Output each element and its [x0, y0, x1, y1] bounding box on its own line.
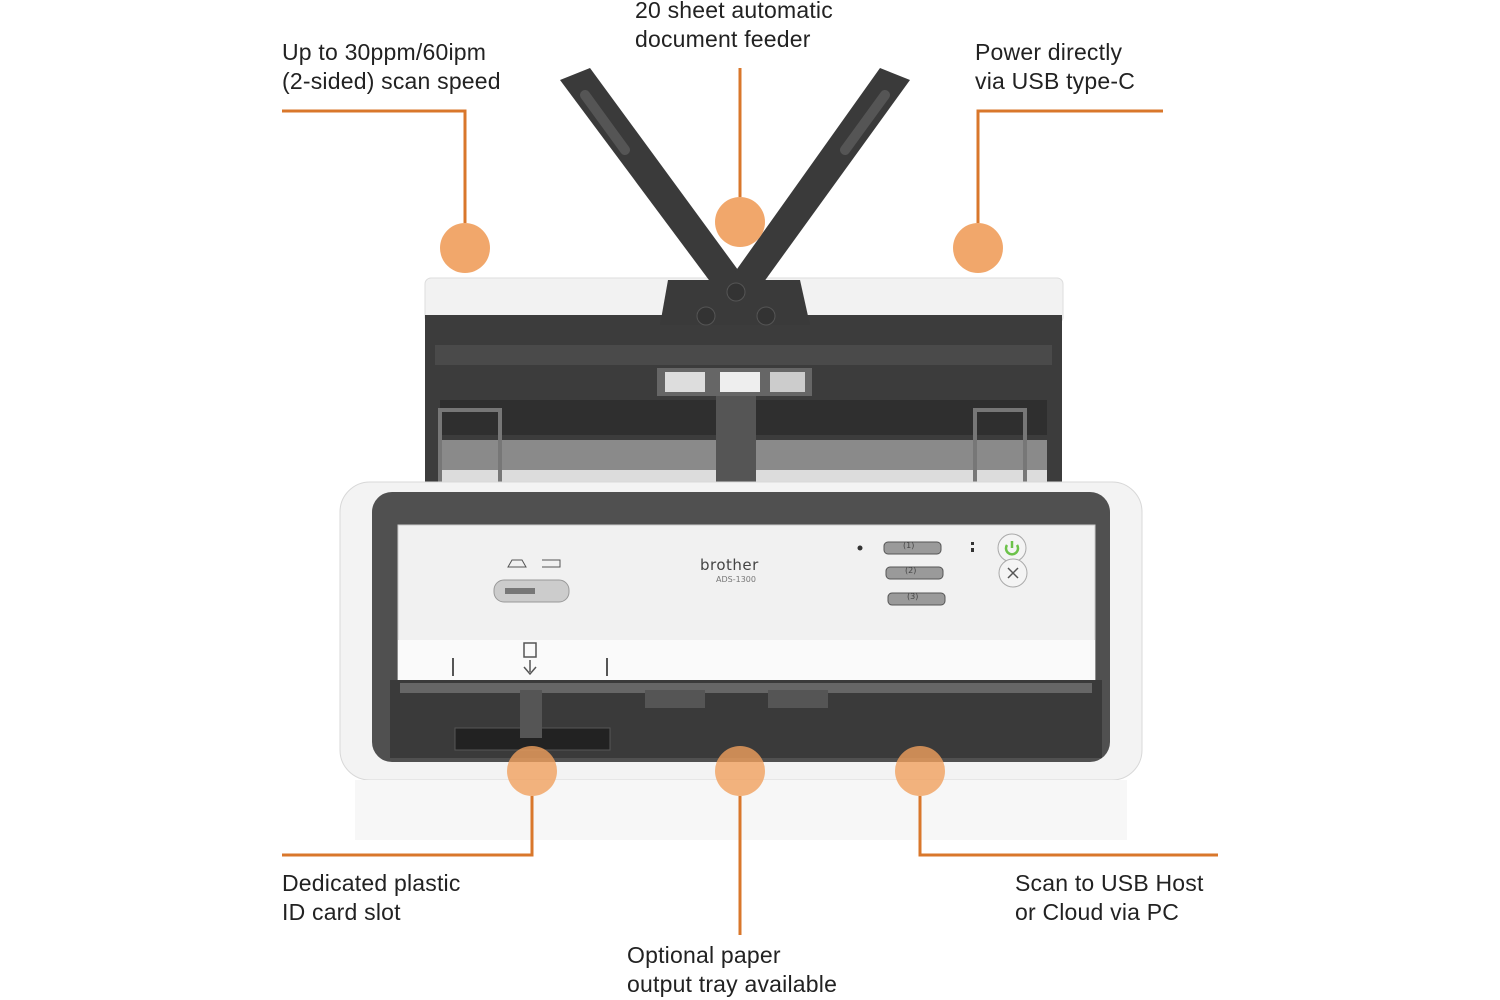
callout-text: output tray available [627, 971, 838, 997]
callout-dot [440, 223, 490, 273]
scan-button-2[interactable] [885, 566, 944, 580]
callout-text: Up to 30ppm/60ipm [282, 39, 487, 65]
button-1-label: (1) [903, 541, 915, 550]
scan-button-1[interactable] [883, 541, 942, 555]
callout-text: Power directly [975, 39, 1123, 65]
callout-dot [895, 746, 945, 796]
callout-text: Optional paper [627, 942, 781, 968]
callout-usb-c: Power directly via USB type-C [975, 38, 1135, 96]
callout-text: ID card slot [282, 899, 401, 925]
callout-scan-to-usb: Scan to USB Host or Cloud via PC [1015, 869, 1204, 927]
id-card-slot-icon [523, 642, 537, 676]
callout-text: document feeder [635, 26, 811, 52]
callout-text: via USB type-C [975, 68, 1136, 94]
callout-text: Dedicated plastic [282, 870, 461, 896]
callout-output-tray: Optional paper output tray available [627, 941, 837, 999]
callout-dot [507, 746, 557, 796]
power-icon [1004, 541, 1020, 556]
callout-dot [715, 197, 765, 247]
button-2-label: (2) [905, 566, 917, 575]
callout-scan-speed: Up to 30ppm/60ipm (2-sided) scan speed [282, 38, 501, 96]
cancel-icon [1007, 567, 1019, 579]
feeder-arms [560, 68, 910, 326]
callout-adf: 20 sheet automatic document feeder [635, 0, 833, 54]
brand-logo: brother [700, 556, 759, 574]
callout-dot [715, 746, 765, 796]
button-3-label: (3) [907, 592, 919, 601]
callout-text: Scan to USB Host [1015, 870, 1204, 896]
model-label: ADS-1300 [716, 575, 756, 584]
callout-text: (2-sided) scan speed [282, 68, 501, 94]
callout-dot [953, 223, 1003, 273]
callout-text: or Cloud via PC [1015, 899, 1180, 925]
callout-id-card: Dedicated plastic ID card slot [282, 869, 461, 927]
scan-button-3[interactable] [887, 592, 946, 606]
callout-lines [282, 68, 1218, 935]
callout-text: 20 sheet automatic [635, 0, 833, 23]
